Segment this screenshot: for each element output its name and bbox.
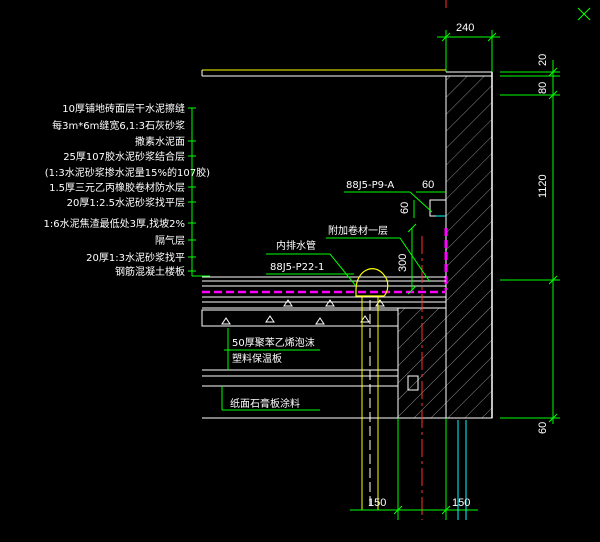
layer-label: 20厚1:2.5水泥砂浆找平层 <box>67 196 185 209</box>
insulation-line2-text: 塑料保温板 <box>232 352 282 365</box>
dim-60-right-text: 60 <box>537 422 549 434</box>
dim-150-right-text: 150 <box>452 497 470 509</box>
dim-80-text: 80 <box>537 82 549 94</box>
layer-label: (1:3水泥砂浆掺水泥量15%的107胶) <box>45 166 210 179</box>
dim-150-left-text: 150 <box>368 497 386 509</box>
layer-label: 隔气层 <box>155 234 185 247</box>
dim-20-text: 20 <box>537 54 549 66</box>
layer-label: 20厚1:3水泥砂浆找平 <box>86 251 185 264</box>
layer-label: 每3m*6m缝宽6,1:3石灰砂浆 <box>52 119 185 132</box>
corner-markers <box>445 0 591 21</box>
dimension-top-240: 240 <box>437 22 500 72</box>
gypsum-text: 纸面石膏板涂料 <box>230 397 300 410</box>
layer-leader-lines <box>188 107 210 277</box>
layer-label: 1.5厚三元乙丙橡胶卷材防水层 <box>49 181 185 194</box>
annotation-gypsum: 纸面石膏板涂料 <box>221 386 320 411</box>
roof-top-lines <box>201 69 446 77</box>
layer-label: 1:6水泥焦渣最低处3厚,找坡2% <box>44 217 186 230</box>
layer-label: 钢筋混凝土楼板 <box>115 265 185 278</box>
annotation-p9: 88J5-P9-A <box>344 180 433 213</box>
membrane-upturn <box>202 228 448 294</box>
extra-membrane-text: 附加卷材一层 <box>328 224 388 237</box>
annotation-drain: 内排水管 88J5-P22-1 <box>266 239 357 287</box>
layer-label: 10厚铺地砖面层干水泥擦缝 <box>62 102 185 115</box>
coping-detail <box>429 199 446 217</box>
dim-60-v-text: 60 <box>399 202 411 214</box>
annotation-extra-membrane: 附加卷材一层 <box>326 224 431 283</box>
annotation-insulation: 50厚聚苯乙烯泡沫 塑料保温板 <box>224 328 320 370</box>
layer-label: 撒素水泥面 <box>135 135 185 148</box>
parapet-dims: 60 60 300 <box>397 179 446 295</box>
dimension-bottom: 150 150 <box>350 418 478 520</box>
roof-layers <box>201 276 446 327</box>
insulation-line1-text: 50厚聚苯乙烯泡沫 <box>232 336 315 349</box>
dim-300-text: 300 <box>397 254 409 272</box>
layer-labels: 10厚铺地砖面层干水泥擦缝 每3m*6m缝宽6,1:3石灰砂浆 撒素水泥面 25… <box>44 102 211 278</box>
ceiling-layers <box>202 369 398 419</box>
dim-240-text: 240 <box>456 22 474 34</box>
layer-label: 25厚107胶水泥砂浆结合层 <box>63 150 185 163</box>
inner-drain-text: 内排水管 <box>276 239 316 252</box>
ref-p22-text: 88J5-P22-1 <box>270 262 324 273</box>
dimension-right-chain: 20 80 1120 60 <box>500 54 560 434</box>
drain-pipe <box>355 268 389 510</box>
dim-60-h-text: 60 <box>422 179 434 191</box>
dim-1120-text: 1120 <box>537 174 549 198</box>
ref-p9-text: 88J5-P9-A <box>346 180 394 191</box>
